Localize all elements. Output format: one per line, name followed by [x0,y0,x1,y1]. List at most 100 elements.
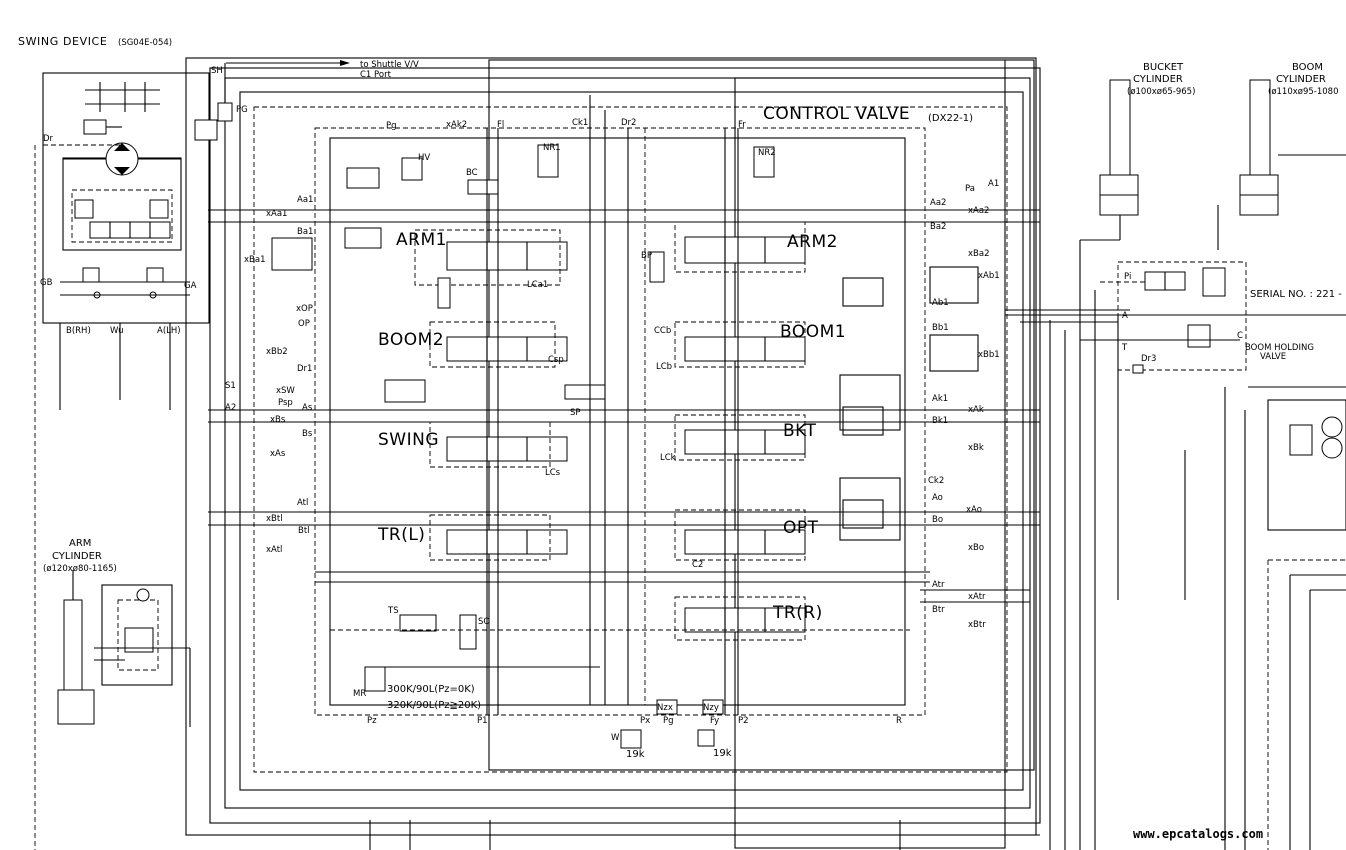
cv-port-xao: xAo [966,505,982,515]
cv-port-xaa1: xAa1 [266,209,287,219]
cv-port-xbtl: xBtl [266,514,283,524]
cv-bp: BP [641,251,652,261]
cv-port-btr: Btr [932,605,945,615]
swing-device-title: SWING DEVICE [18,35,107,48]
cv-port-p2: P2 [738,716,749,726]
py-setting: 19k [713,748,732,759]
control-valve-code: (DX22-1) [928,113,973,124]
cv-port-ak1: Ak1 [932,394,948,404]
cv-port-pg-top: Pg [386,121,397,131]
cv-port-dr2: Dr2 [621,118,636,128]
port-s1: S1 [225,381,236,391]
cv-port-psp: Psp [278,398,293,408]
bottom-lines [186,820,1040,850]
port-a2: A2 [225,403,236,413]
cv-port-r: R [896,716,902,726]
port-pg: PG [236,105,248,115]
bhv-label-2: VALVE [1260,352,1286,362]
cv-port-px: Px [640,716,650,726]
swing-device-code: (SG04E-054) [118,38,172,48]
right-trunk-lines [1005,239,1186,850]
cv-port-xatr: xAtr [968,592,986,602]
cv-hv: HV [418,153,430,163]
section-label-boom2: BOOM2 [378,330,444,350]
cv-port-xatl: xAtl [266,545,282,555]
cv-nr1: NR1 [543,143,561,153]
cv-port-xbs: xBs [270,415,286,425]
cv-port-aa2: Aa2 [930,198,946,208]
interior-valves [364,144,884,749]
port-a-lh: A(LH) [157,326,181,336]
boom-cylinder-name-1: BOOM [1292,62,1323,73]
cv-nzy: Nzy [703,703,719,713]
section-arm1 [271,167,568,286]
section-arm2 [674,221,806,273]
cv-port-dr1: Dr1 [297,364,312,374]
serial-number: SERIAL NO. : 221 - [1250,289,1342,300]
cv-port-op: OP [298,319,310,329]
cv-port-xas: xAs [270,449,286,459]
cv-port-xbtr: xBtr [968,620,986,630]
bhv-pi: Pi [1124,272,1131,282]
bhv-a: A [1122,311,1128,321]
cv-port-p1: P1 [477,716,488,726]
cv-port-bk1: Bk1 [932,416,948,426]
cv-port-bs: Bs [302,429,313,439]
cv-port-atl: Atl [297,498,308,508]
cv-ts: TS [387,606,399,616]
port-gb: GB [40,278,53,288]
cv-port-xab1: xAb1 [978,271,1000,281]
control-valve-title: CONTROL VALVE [763,104,910,124]
cv-mr: MR [353,689,366,699]
cv-port-pa: Pa [965,184,975,194]
bhv-dr3: Dr3 [1141,354,1156,364]
bucket-cylinder [1099,79,1139,240]
cv-trunk-lines [208,95,1040,715]
arm-cylinder [57,570,191,727]
section-label-opt: OPT [783,518,819,538]
section-boom1 [674,266,979,372]
boom-holding-valve [1080,261,1346,374]
shuttle-note: to Shuttle V/V C1 Port [226,60,419,80]
watermark: www.epcatalogs.com [1133,827,1263,841]
cv-nr2: NR2 [758,148,776,158]
cv-port-fr: Fr [738,120,746,130]
section-bkt [674,374,901,461]
cv-port-a1: A1 [988,179,999,189]
right-lower-circuit [1224,386,1346,850]
cv-port-bb1: Bb1 [932,323,949,333]
section-label-swing: SWING [378,430,439,450]
arm-cylinder-name-2: CYLINDER [52,551,102,562]
cv-bc: BC [466,168,478,178]
cv-port-xba1: xBa1 [244,255,265,265]
cv-port-xsw: xSW [276,386,295,396]
cv-port-ba2: Ba2 [930,222,946,232]
cv-port-fy: Fy [710,716,719,726]
cv-port-lck: LCk [660,453,676,463]
boom-cylinder [1217,79,1346,250]
cv-port-ck2: Ck2 [928,476,944,486]
arm-cylinder-name-1: ARM [69,538,91,549]
cv-port-lcs: LCs [545,468,561,478]
section-opt [674,477,901,561]
port-wu: Wu [110,326,124,336]
px-setting: 19k [626,749,645,760]
relief-setting-2: 320K/90L(Pz≧20K) [387,700,481,711]
cv-sp: SP [570,408,581,418]
section-label-arm2: ARM2 [787,232,838,252]
cv-port-lcb: LCb [656,362,672,372]
cv-port-ao: Ao [932,493,943,503]
control-valve-frames [185,57,1041,849]
arm-cylinder-spec: (ø120xø80-1165) [43,564,117,574]
cv-port-ab1: Ab1 [932,298,949,308]
port-w: W [611,733,620,743]
section-boom2 [429,321,568,368]
section-label-trr: TR(R) [772,603,823,623]
bhv-t: T [1121,343,1128,353]
relief-setting-1: 300K/90L(Pz=0K) [387,684,475,695]
port-ga: GA [184,281,197,291]
cv-port-aa1: Aa1 [297,195,313,205]
cv-port-lca1: LCa1 [527,280,548,290]
section-label-boom1: BOOM1 [780,322,846,342]
